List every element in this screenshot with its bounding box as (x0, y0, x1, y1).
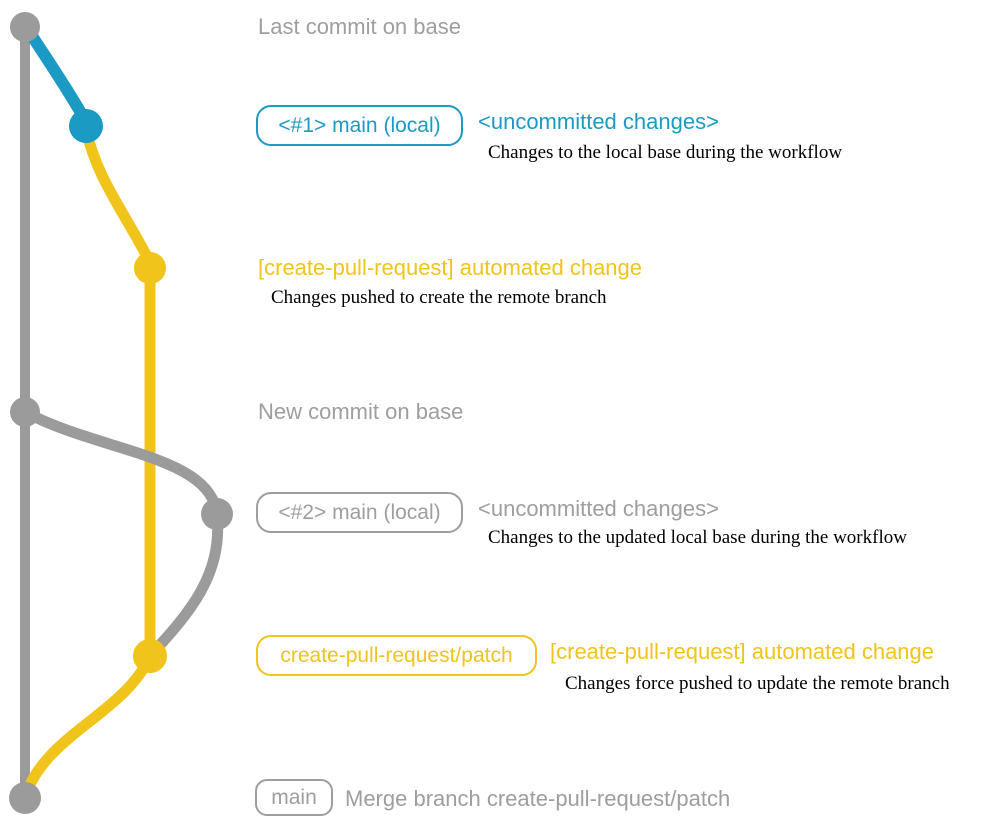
commit-dot-local-main-2 (201, 498, 233, 530)
commit-dot-automated-change-2 (133, 639, 167, 673)
main-badge: main (255, 779, 333, 816)
commit-dot-automated-change-1 (134, 252, 166, 284)
local-main-1-badge: <#1> main (local) (256, 105, 463, 146)
new-commit-on-base-label: New commit on base (258, 399, 464, 424)
rebase-line-upper (19, 406, 223, 520)
automated-change-2-note: [create-pull-request] automated change (550, 639, 935, 664)
merge-branch-line (21, 650, 156, 798)
commit-dot-local-main-1 (69, 109, 103, 143)
local-main-2-note: <uncommitted changes> (478, 496, 719, 521)
commit-dot-new-base (10, 397, 40, 427)
rebase-line-lower (145, 508, 224, 661)
automated-change-2-detail: Changes force pushed to update the remot… (565, 673, 950, 694)
local-main-1-note: <uncommitted changes> (478, 109, 719, 134)
commit-dot-merge (9, 782, 41, 814)
commit-dot-last-base (10, 12, 40, 42)
automated-change-1-detail: Changes pushed to create the remote bran… (271, 287, 607, 308)
create-pull-request-patch-badge: create-pull-request/patch (256, 635, 537, 676)
automated-change-1-note: [create-pull-request] automated change (258, 255, 643, 280)
local-main-1-detail: Changes to the local base during the wor… (488, 142, 843, 163)
create-pull-request-branch-line (80, 124, 156, 656)
last-commit-on-base-label: Last commit on base (258, 14, 461, 39)
local-main-branch-line (21, 22, 92, 128)
merge-commit-label: Merge branch create-pull-request/patch (345, 786, 731, 811)
local-main-2-badge: <#2> main (local) (256, 492, 463, 533)
local-main-2-detail: Changes to the updated local base during… (488, 527, 907, 548)
